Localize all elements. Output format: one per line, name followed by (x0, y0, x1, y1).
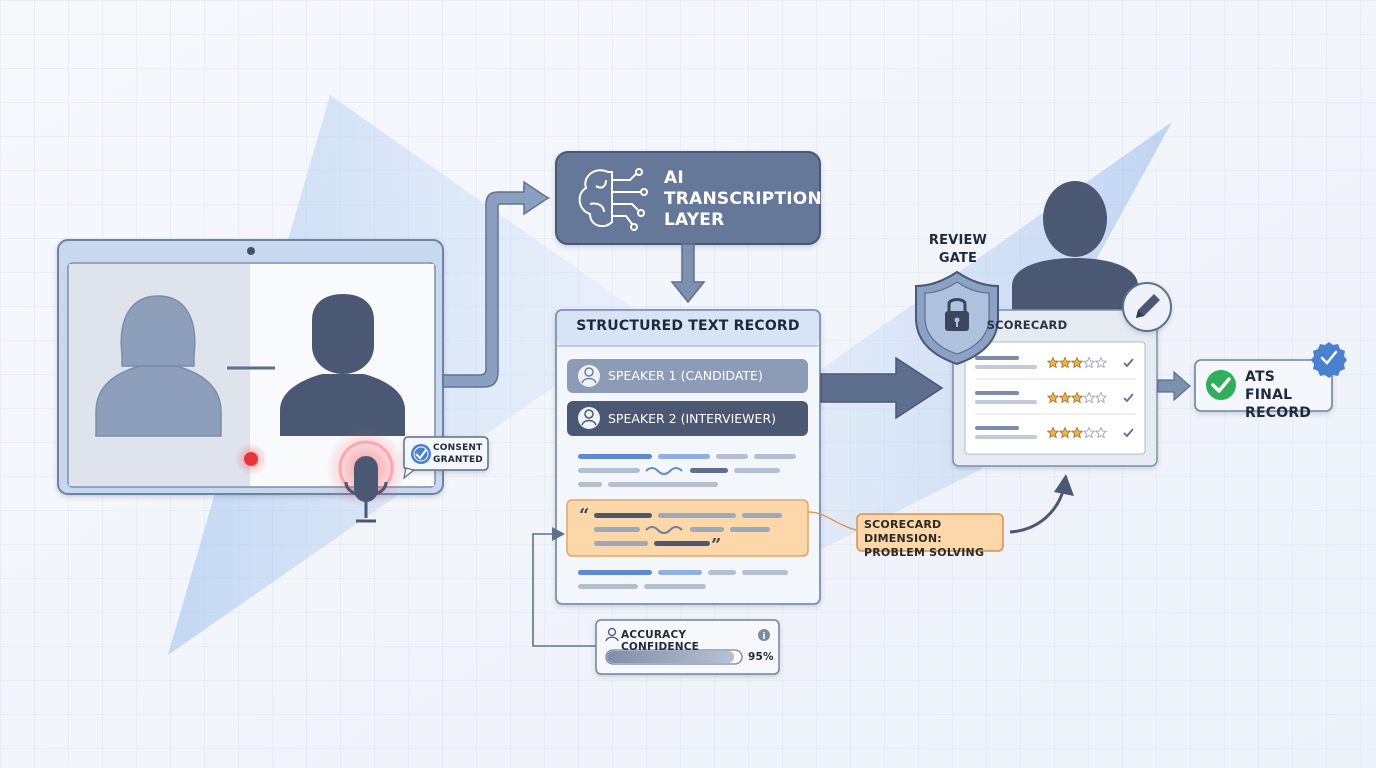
accuracy-connector (532, 533, 596, 647)
user-icon (607, 627, 617, 637)
svg-text:i: i (762, 632, 765, 642)
check-icon (1123, 358, 1134, 368)
star-empty-icon (1094, 391, 1108, 404)
info-icon (758, 629, 770, 641)
scorecard-title: SCORECARD (986, 318, 1068, 332)
scorecard-dimension-callout (856, 513, 1004, 552)
arrow-dimension-to-scorecard (1009, 487, 1066, 534)
arrow-ai-to-record (670, 243, 706, 304)
consent-badge (403, 436, 489, 480)
scorecard-row (975, 426, 1134, 439)
check-icon (1123, 428, 1134, 438)
open-quote-icon: “ (579, 505, 589, 526)
recording-dot-icon (244, 452, 258, 466)
arrow-scorecard-to-ats (1157, 370, 1191, 402)
speaker-2-label: SPEAKER 2 (INTERVIEWER) (608, 411, 777, 426)
interviewer-avatar-icon (280, 294, 405, 436)
close-quote-icon: ” (711, 535, 721, 556)
speaker-2-row (567, 401, 808, 436)
ats-final-record-label: ATS FINAL RECORD (1245, 369, 1312, 421)
speaker-1-label: SPEAKER 1 (CANDIDATE) (608, 368, 763, 383)
scorecard-dimension-label: SCORECARD DIMENSION: PROBLEM SOLVING (864, 518, 985, 559)
scorecard-card (952, 309, 1158, 467)
star-filled-icon (1046, 426, 1060, 439)
speaker-1-row (567, 359, 808, 393)
scorecard-row (975, 391, 1136, 415)
star-empty-icon (1082, 391, 1096, 404)
camera-dot (247, 247, 255, 255)
dimension-leader-line (807, 511, 857, 531)
scorecard-row (975, 356, 1136, 380)
ats-final-record-card (1194, 342, 1347, 412)
candidate-avatar-icon (95, 295, 222, 437)
record-title: STRUCTURED TEXT RECORD (576, 318, 800, 334)
star-filled-icon (1070, 356, 1084, 369)
star-empty-icon (1094, 426, 1108, 439)
microphone-icon (326, 428, 406, 523)
star-filled-icon (1070, 391, 1084, 404)
check-icon (1123, 393, 1134, 403)
highlighted-quote: “ ” (566, 499, 809, 557)
star-filled-icon (1046, 391, 1060, 404)
structured-text-record: “ ” (555, 309, 821, 605)
review-gate-label: REVIEW GATE (928, 233, 988, 266)
accuracy-confidence-card: i (595, 619, 780, 675)
star-filled-icon (1058, 426, 1072, 439)
star-empty-icon (1082, 426, 1096, 439)
green-check-icon (1206, 370, 1236, 400)
star-filled-icon (1058, 391, 1072, 404)
star-filled-icon (1046, 356, 1060, 369)
accuracy-progress-fill (607, 651, 735, 663)
star-filled-icon (1070, 426, 1084, 439)
accuracy-percent: 95% (748, 651, 774, 663)
star-empty-icon (1094, 356, 1108, 369)
consent-label: CONSENT GRANTED (433, 443, 483, 465)
transcript-lines-1 (578, 454, 796, 487)
edit-pencil-icon (1122, 282, 1172, 332)
arrow-tablet-to-ai (442, 180, 550, 388)
verified-seal-icon (1311, 342, 1347, 378)
review-gate-shield-icon (915, 270, 999, 366)
reviewer-avatar-icon (1012, 181, 1138, 310)
transcript-lines-2 (578, 570, 788, 589)
star-empty-icon (1082, 356, 1096, 369)
ai-transcription-title: AI TRANSCRIPTION LAYER (664, 168, 822, 230)
video-call-tablet (57, 239, 444, 495)
accuracy-confidence-label: ACCURACY CONFIDENCE (621, 629, 700, 653)
star-filled-icon (1058, 356, 1072, 369)
brain-circuit-icon (578, 168, 648, 231)
arrow-record-to-review (820, 356, 944, 420)
